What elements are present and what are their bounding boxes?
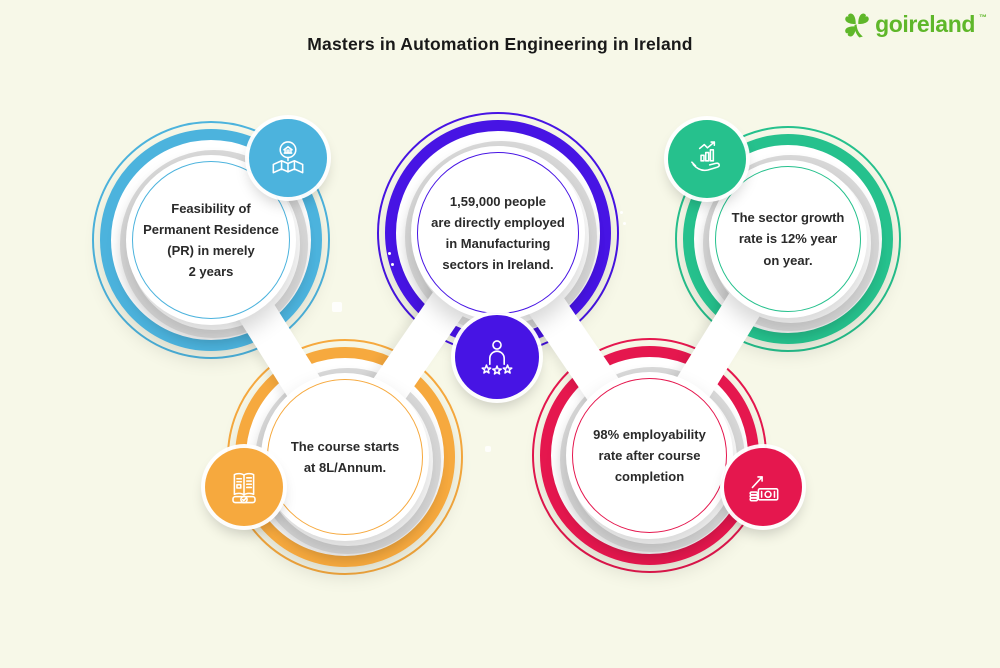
logo-text: goireland	[875, 10, 975, 37]
badge-permanent-residence	[249, 119, 327, 197]
bubble-employability: 98% employability rate after course comp…	[532, 338, 767, 573]
money-growth-icon	[741, 465, 785, 509]
inner-border-circle: 98% employability rate after course comp…	[572, 378, 727, 533]
badge-employability	[724, 448, 802, 526]
badge-sector-growth	[668, 120, 746, 198]
course-book-icon	[222, 465, 266, 509]
inner-border-circle: The sector growth rate is 12% year on ye…	[715, 166, 861, 312]
bubble-text: The sector growth rate is 12% year on ye…	[731, 210, 845, 268]
badge-manufacturing-employment	[455, 315, 539, 399]
logo-trademark: ™	[979, 12, 987, 22]
residence-map-pin-icon	[266, 136, 310, 180]
bubble-text: Feasibility of Permanent Residence (PR) …	[143, 200, 279, 280]
bubble-text: The course starts at 8L/Annum.	[290, 438, 400, 475]
ring-outline	[92, 121, 330, 359]
page-title: Masters in Automation Engineering in Ire…	[307, 34, 693, 54]
sparkle-dot	[332, 302, 342, 312]
logo: goireland ™	[842, 9, 987, 39]
bubble-text: 1,59,000 people are directly employed in…	[431, 193, 565, 273]
sparkle-dot	[388, 252, 391, 255]
shamrock-icon	[842, 9, 872, 39]
ring-outline	[675, 126, 901, 352]
sparkle-dot	[391, 263, 394, 266]
growth-chart-hand-icon	[685, 137, 729, 181]
inner-border-circle: The course starts at 8L/Annum.	[267, 379, 423, 535]
inner-border-circle: 1,59,000 people are directly employed in…	[417, 152, 579, 314]
sparkle-dot	[485, 446, 491, 452]
bubble-text: 98% employability rate after course comp…	[593, 426, 706, 485]
sparkle-dot	[623, 222, 626, 225]
sparkle-dot	[620, 211, 623, 214]
employee-rating-icon	[474, 334, 520, 380]
badge-course-fees	[205, 448, 283, 526]
